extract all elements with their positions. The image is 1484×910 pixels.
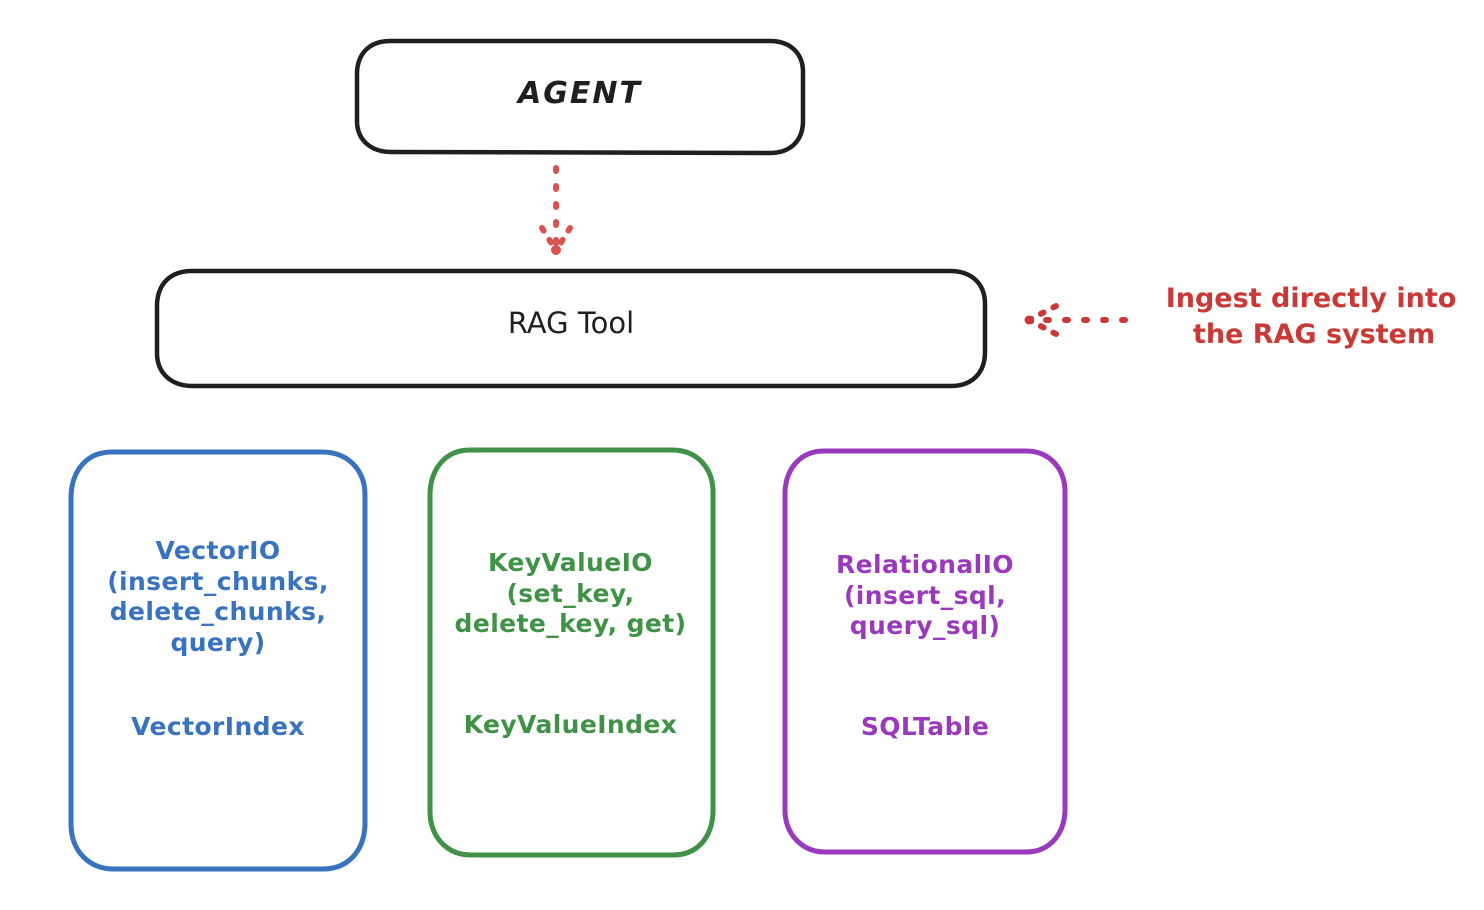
vector-io-box-outline xyxy=(68,449,368,872)
relational-io-node[interactable] xyxy=(782,448,1068,855)
rag-tool-node[interactable] xyxy=(154,268,988,389)
agent-to-rag-connector-icon xyxy=(539,165,573,255)
agent-box-outline xyxy=(354,38,806,156)
key-value-io-node[interactable] xyxy=(427,447,716,858)
agent-node[interactable] xyxy=(354,38,806,156)
rag-tool-box-outline xyxy=(154,268,988,389)
ingest-annotation-connector-icon xyxy=(1024,303,1128,337)
relational-io-box-outline xyxy=(782,448,1068,855)
vector-io-node[interactable] xyxy=(68,449,368,872)
key-value-io-box-outline xyxy=(427,447,716,858)
